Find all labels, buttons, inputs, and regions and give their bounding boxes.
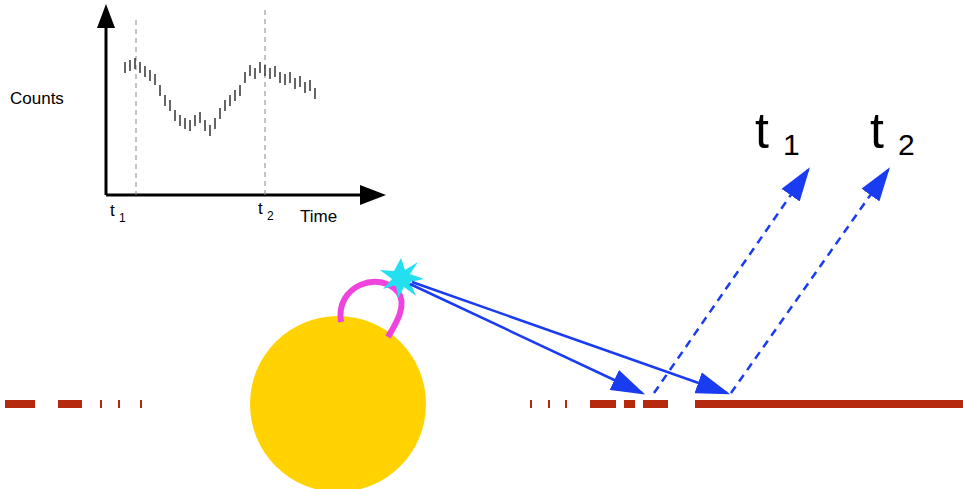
ray-label-subscript: 1 bbox=[783, 130, 800, 160]
time-marker: t bbox=[258, 200, 263, 217]
star bbox=[250, 316, 426, 489]
light-curve-data bbox=[125, 58, 315, 136]
chart-axes bbox=[97, 4, 386, 205]
time-marker-subscript: 1 bbox=[119, 212, 126, 224]
time-marker: t bbox=[110, 202, 115, 219]
time-marker-subscript: 2 bbox=[267, 210, 274, 222]
ray-label-subscript: 2 bbox=[898, 130, 915, 160]
flare bbox=[380, 258, 424, 298]
ray-label: t bbox=[870, 106, 884, 156]
reflected-rays bbox=[654, 170, 888, 393]
axis-label: Time bbox=[300, 208, 337, 225]
incident-rays bbox=[410, 282, 727, 393]
magnetic-loop bbox=[340, 282, 401, 337]
accretion-disc bbox=[5, 400, 963, 408]
ray-label: t bbox=[755, 106, 769, 156]
time-markers bbox=[136, 10, 265, 195]
axis-label: Counts bbox=[10, 90, 64, 107]
